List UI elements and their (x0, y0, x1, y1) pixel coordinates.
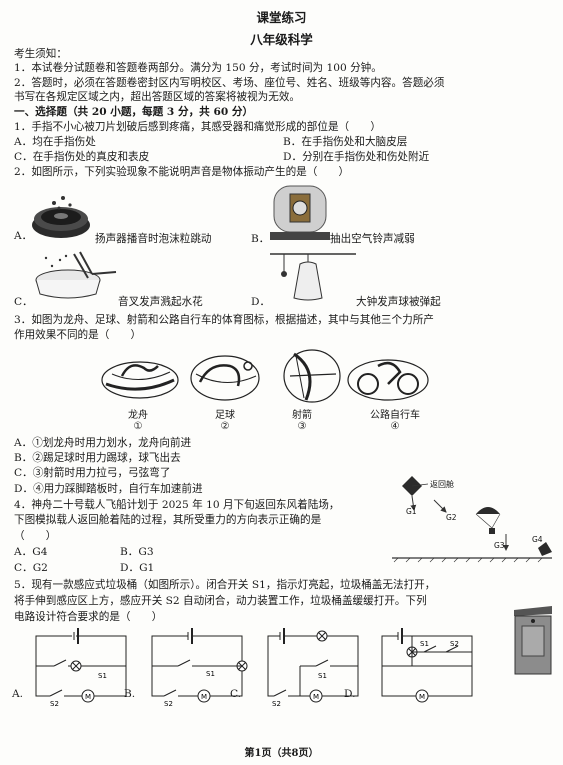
capsule-figure: 返回舱 G1 G2 G3 G4 (392, 476, 552, 563)
force-label-g4: G4 (532, 535, 543, 544)
q3-stem-line-1: 3．如图为龙舟、足球、射箭和公路自行车的体育图标，根据描述，其中与其他三个力所产 (14, 314, 434, 326)
circuit-c: S1 S2 M (267, 628, 359, 706)
q3-option-a[interactable]: A．①划龙舟时用力划水，龙舟向前进 (14, 437, 192, 449)
q2-option-d-letter[interactable]: D． (251, 296, 271, 308)
svg-text:S1: S1 (420, 640, 429, 648)
q1-option-b[interactable]: B．在手指伤处和大脑皮层 (283, 136, 408, 148)
force-label-g2: G2 (446, 513, 457, 522)
svg-text:S1: S1 (98, 672, 107, 680)
svg-text:S1: S1 (206, 670, 215, 678)
q5-stem-line-1: 5．现有一款感应式垃圾桶（如图所示）。闭合开关 S1，指示灯亮起，垃圾桶盖无法打… (14, 579, 436, 591)
svg-text:S2: S2 (50, 700, 59, 706)
circuit-diagrams: S1 S2 M S1 S2 M S1 S2 M (35, 628, 473, 706)
q4-stem-line-3: （ ） (14, 530, 57, 542)
circuit-d: S1 S2 M (381, 628, 473, 703)
q4-option-d[interactable]: D．G1 (120, 562, 155, 574)
sports-icons (101, 349, 429, 403)
svg-text:M: M (313, 693, 319, 701)
q4-option-c[interactable]: C．G2 (14, 562, 48, 574)
q5-option-d[interactable]: D. (344, 688, 356, 700)
q1-option-d[interactable]: D．分别在手指伤处和伤处附近 (283, 151, 430, 163)
speaker-figure (32, 196, 90, 238)
q2-option-c-text: 音叉发声溅起水花 (118, 296, 203, 308)
circuit-b: S1 S2 M (151, 628, 248, 706)
q5-stem-line-3: 电路设计符合要求的是（ ） (14, 611, 163, 623)
notice-item-2: 2．答题时，必须在答题卷密封区内写明校区、考场、座位号、姓名、班级等内容。答题必… (14, 77, 445, 89)
q3-option-d[interactable]: D．④用力踩脚踏板时，自行车加速前进 (14, 483, 203, 495)
q2-option-a-letter[interactable]: A． (14, 230, 33, 242)
football-icon (190, 355, 260, 401)
q3-stem-line-2: 作用效果不同的是（ ） (14, 329, 142, 341)
svg-text:M: M (85, 693, 91, 701)
svg-text:S1: S1 (318, 672, 327, 680)
page-title: 课堂练习 (256, 10, 307, 25)
q5-option-b[interactable]: B. (124, 688, 136, 700)
archery-icon (283, 349, 341, 403)
svg-text:M: M (201, 693, 207, 701)
page-number: 第1页（共8页） (244, 748, 319, 759)
q4-option-b[interactable]: B．G3 (120, 546, 154, 558)
dragon-boat-icon (101, 361, 179, 399)
q4-stem-line-1: 4．神舟二十号载人飞船计划于 2025 年 10 月下旬返回东风着陆场， (14, 499, 340, 511)
icon-num-4: ④ (390, 421, 400, 432)
icon-label-football: 足球 (215, 410, 235, 421)
notice-heading: 考生须知： (14, 48, 67, 60)
q2-stem: 2．如图所示，下列实验现象不能说明声音是物体振动产生的是（ ） (14, 166, 350, 178)
section-heading: 一、选择题（共 20 小题，每题 3 分，共 60 分） (14, 106, 254, 118)
force-label-g1: G1 (406, 507, 417, 516)
q4-stem-line-2: 下图模拟载人返回舱着陆的过程，其所受重力的方向表示正确的是 (14, 514, 322, 526)
svg-text:M: M (419, 693, 425, 701)
notice-item-3: 书写在各规定区域之内，超出答题区域的答案将被视为无效。 (14, 91, 301, 103)
q5-stem-line-2: 将手伸到感应区上方，感应开关 S2 自动闭合，动力装置工作，垃圾桶盖缓缓打开。下… (14, 595, 427, 607)
q2-option-d-text: 大钟发声球被弹起 (356, 296, 441, 308)
q2-option-b-letter[interactable]: B． (251, 233, 270, 245)
svg-text:S2: S2 (272, 700, 281, 706)
q1-option-c[interactable]: C．在手指伤处的真皮和表皮 (14, 151, 150, 163)
icon-num-2: ② (220, 421, 230, 432)
q3-option-c[interactable]: C．③射箭时用力拉弓，弓弦弯了 (14, 467, 171, 479)
trash-can-figure (514, 606, 552, 675)
icon-label-dragon-boat: 龙舟 (128, 410, 148, 421)
icon-label-archery: 射箭 (292, 410, 312, 421)
capsule-label: 返回舱 (430, 479, 454, 489)
force-label-g3: G3 (494, 541, 505, 550)
q2-option-b-text: 抽出空气铃声减弱 (330, 233, 415, 245)
tuning-fork-figure (35, 251, 117, 299)
circuit-a: S1 S2 M (35, 628, 127, 706)
q5-option-c[interactable]: C. (230, 688, 242, 700)
page-subtitle: 八年级科学 (250, 32, 313, 47)
q2-option-a-text: 扬声器播音时泡沫粒跳动 (95, 233, 212, 245)
notice-item-1: 1．本试卷分试题卷和答题卷两部分。满分为 150 分，考试时间为 100 分钟。 (14, 62, 382, 74)
icon-num-1: ① (133, 421, 143, 432)
cycling-icon (347, 359, 429, 401)
icon-label-cycling: 公路自行车 (370, 410, 420, 421)
q4-option-a[interactable]: A．G4 (14, 546, 48, 558)
bell-ball-figure (270, 253, 356, 301)
svg-text:S2: S2 (450, 640, 459, 648)
svg-text:S2: S2 (164, 700, 173, 706)
q5-option-a[interactable]: A. (12, 688, 24, 700)
q1-stem: 1．手指不小心被刀片划破后感到疼痛，其感受器和痛觉形成的部位是（ ） (14, 121, 381, 133)
q1-option-a[interactable]: A．均在手指伤处 (14, 136, 96, 148)
icon-num-3: ③ (297, 421, 307, 432)
q3-option-b[interactable]: B．②踢足球时用力踢球，球飞出去 (14, 452, 181, 464)
q2-option-c-letter[interactable]: C． (14, 296, 33, 308)
bell-jar-figure (270, 185, 330, 240)
